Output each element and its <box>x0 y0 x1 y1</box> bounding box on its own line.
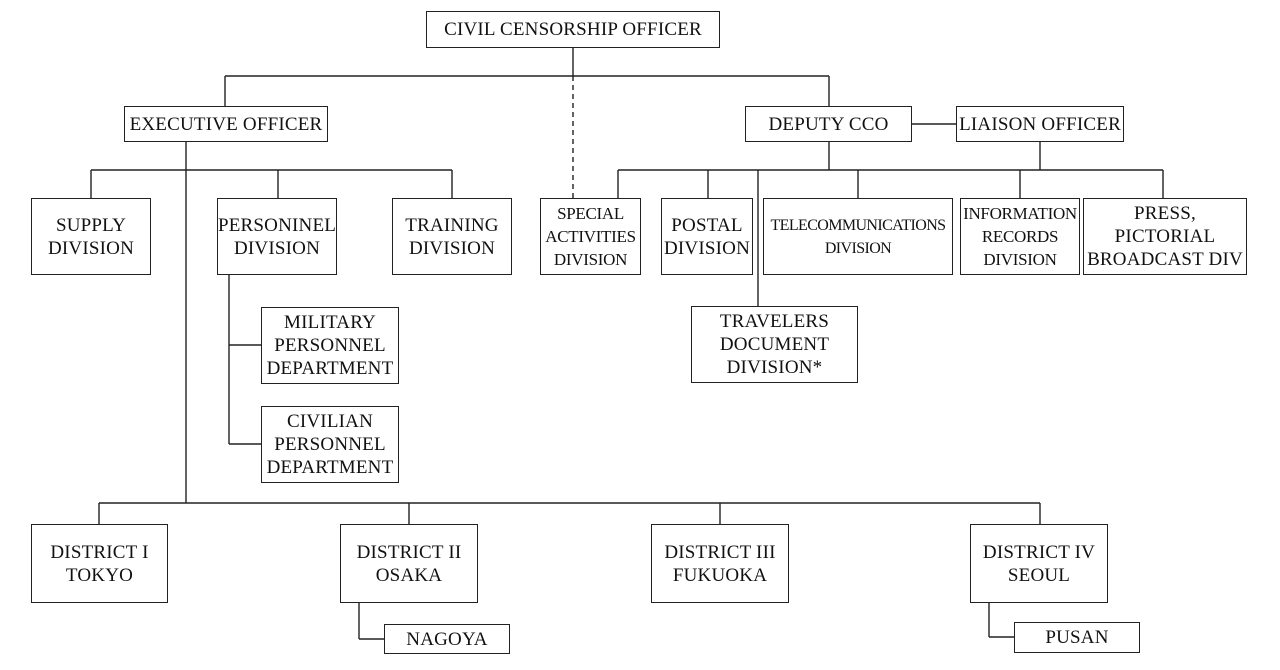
special-activities-division-box: SPECIAL ACTIVITIES DIVISION <box>540 198 641 275</box>
nagoya-box: NAGOYA <box>384 624 510 654</box>
travelers-document-division-box: TRAVELERS DOCUMENT DIVISION* <box>691 306 858 383</box>
postal-division-box: POSTAL DIVISION <box>661 198 753 275</box>
civilian-personnel-department-box: CIVILIAN PERSONNEL DEPARTMENT <box>261 406 399 483</box>
telecommunications-division-box: TELECOMMUNICATIONS DIVISION <box>763 198 953 275</box>
military-personnel-department-box: MILITARY PERSONNEL DEPARTMENT <box>261 307 399 384</box>
press-pictorial-broadcast-division-box: PRESS, PICTORIAL BROADCAST DIV <box>1083 198 1247 275</box>
executive-officer-box: EXECUTIVE OFFICER <box>124 106 328 142</box>
supply-division-box: SUPPLY DIVISION <box>31 198 151 275</box>
information-records-division-box: INFORMATION RECORDS DIVISION <box>960 198 1080 275</box>
civil-censorship-officer-box: CIVIL CENSORSHIP OFFICER <box>426 11 720 48</box>
district-ii-osaka-box: DISTRICT II OSAKA <box>340 524 478 603</box>
deputy-cco-box: DEPUTY CCO <box>745 106 912 142</box>
district-iii-fukuoka-box: DISTRICT III FUKUOKA <box>651 524 789 603</box>
district-i-tokyo-box: DISTRICT I TOKYO <box>31 524 168 603</box>
training-division-box: TRAINING DIVISION <box>392 198 512 275</box>
district-iv-seoul-box: DISTRICT IV SEOUL <box>970 524 1108 603</box>
pusan-box: PUSAN <box>1014 622 1140 653</box>
personnel-division-box: PERSONINEL DIVISION <box>217 198 337 275</box>
liaison-officer-box: LIAISON OFFICER <box>956 106 1124 142</box>
